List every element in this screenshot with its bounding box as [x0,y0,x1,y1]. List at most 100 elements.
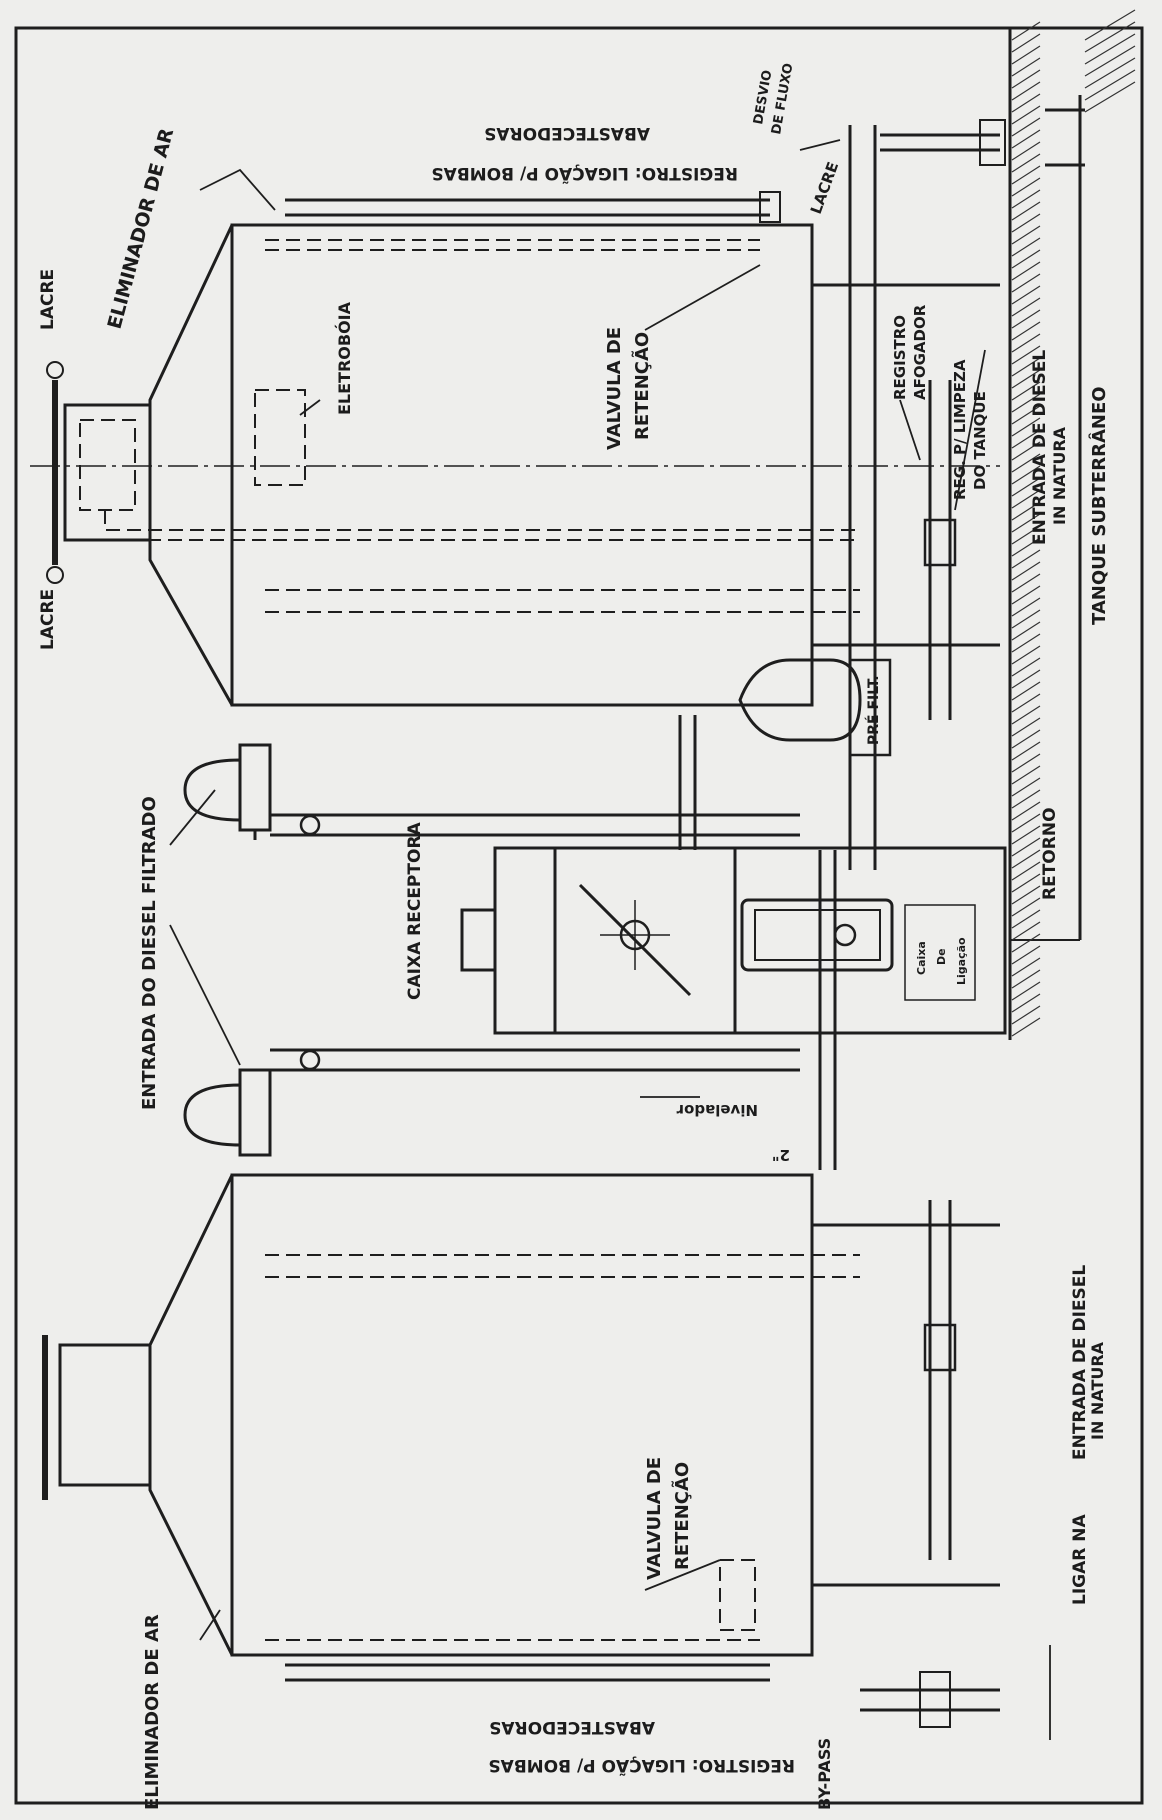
valvula-label-bottom-2: RETENÇÃO [670,1462,693,1570]
hatch-line [1011,393,1041,413]
receiving-box [460,846,1007,1035]
hatch-line [1011,213,1041,233]
hatch-line [1011,297,1041,317]
hatch-line [1011,237,1041,257]
registro-label-bottom-1: REGISTRO: LIGAÇÃO P/ BOMBAS [488,1755,795,1778]
hatch-line [1084,9,1136,41]
hatch-line [1011,333,1041,353]
registro-label-bottom-2: ABASTECEDORAS [489,1717,655,1737]
hatch-line [1011,897,1041,917]
caixa-ligacao-2: De [935,948,948,965]
registro-label-top-2: ABASTECEDORAS [484,123,650,143]
hatch-line [1011,405,1041,425]
hatch-line [1011,861,1041,881]
registro-afogador-1: REGISTRO [891,315,909,400]
hatch-line [1011,597,1041,617]
hatch-line [1084,33,1136,65]
hatch-line [1011,381,1041,401]
return-piping [818,380,957,1560]
hatch-line [1011,1017,1041,1037]
registro-afogador-2: AFOGADOR [911,304,929,400]
hatch-line [1011,129,1041,149]
hatch-line [1011,981,1041,1001]
lacre-label-top: LACRE [38,269,58,330]
hatch-line [1011,141,1041,161]
caixa-receptora-label: CAIXA RECEPTORA [405,821,425,1000]
hatch-line [1084,81,1136,113]
hatch-line [1011,561,1041,581]
valvula-label-top-1: VALVULA DE [604,327,625,450]
hatch-line [1011,321,1041,341]
hatch-line [1011,69,1041,89]
eletroboia-label: ELETROBÓIA [335,301,354,415]
hatch-line [1011,201,1041,221]
filtered-inlet-upper [183,743,800,840]
hatch-line [1011,453,1041,473]
hatch-line [1011,849,1041,869]
hatch-line [1011,45,1041,65]
hatch-line [1011,813,1041,833]
hatch-line [1011,657,1041,677]
hatch-line [1011,825,1041,845]
hatch-line [1011,633,1041,653]
pre-filt-label: PRÉ FILT. [865,675,882,745]
hatch-line [1011,93,1041,113]
tanque-label: TANQUE SUBTERRÂNEO [1088,386,1110,625]
hatch-line [1011,345,1041,365]
hatch-line [1011,957,1041,977]
hatch-line [1011,993,1041,1013]
hatch-line [1011,537,1041,557]
hatch-line [1011,681,1041,701]
hatch-line [1011,189,1041,209]
hatch-line [1011,621,1041,641]
hatch-line [1011,429,1041,449]
entrada-diesel-top-1: ENTRADA DE DIESEL [1030,350,1050,545]
drawing-frame [14,26,1144,1805]
entrada-diesel-bottom-1: ENTRADA DE DIESEL [1070,1265,1090,1460]
hatch-line [1011,513,1041,533]
hatch-line [1011,525,1041,545]
hatch-line [1011,273,1041,293]
leader-lines [169,139,1051,1740]
hatch-line [1011,705,1041,725]
hatch-line [1011,801,1041,821]
hatch-line [1084,57,1136,89]
hatch-line [1011,153,1041,173]
hatch-line [1011,489,1041,509]
hatch-line [1011,585,1041,605]
hatch-line [1011,417,1041,437]
hatch-line [1084,69,1136,101]
bypass-label: BY-PASS [815,1738,834,1810]
hatch-line [1011,465,1041,485]
hatch-line [1011,885,1041,905]
hatch-line [1011,909,1041,929]
hatch-line [1011,921,1041,941]
retorno-label: RETORNO [1040,807,1060,900]
hatch-line [1011,225,1041,245]
entrada-diesel-top-2: IN NATURA [1050,426,1069,525]
valvula-label-top-2: RETENÇÃO [630,332,653,440]
hatch-line [1011,357,1041,377]
lower-supply-pipe [285,1663,1000,1728]
hatch-line [1011,285,1041,305]
registro-label-top-1: REGISTRO: LIGAÇÃO P/ BOMBAS [431,163,738,186]
reg-limpeza-1: REG. P/ LIMPEZA [951,359,969,500]
hatch-line [1011,741,1041,761]
hatch-line [1011,33,1041,53]
hatch-line [1011,501,1041,521]
pre-filter [678,658,892,850]
eliminador-label-bottom: ELIMINADOR DE AR [142,1614,163,1810]
hatch-line [1011,105,1041,125]
hatch-line [1011,753,1041,773]
caixa-ligacao-3: Ligação [955,937,968,985]
hatch-line [1011,117,1041,137]
hatch-line [1011,729,1041,749]
hatch-line [1011,645,1041,665]
hatch-line [1084,21,1136,53]
hatch-line [1011,933,1041,953]
hatch-line [1011,573,1041,593]
hatch-line [1011,945,1041,965]
hatch-line [1011,165,1041,185]
